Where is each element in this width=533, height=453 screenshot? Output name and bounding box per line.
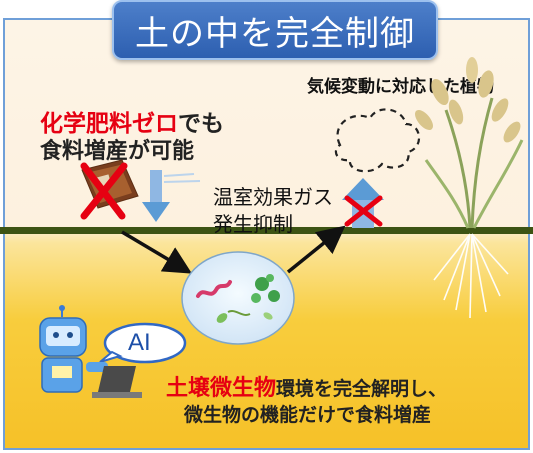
arrow-to-atmosphere — [286, 225, 346, 274]
diagram-title: 土の中を完全制御 — [135, 14, 415, 54]
ai-speech-bubble — [99, 322, 187, 364]
soil-red-text: 土壌微生物 — [166, 376, 277, 401]
fertilizer-suffix-text: でも — [178, 111, 224, 137]
soil-suffix-text: 環境を完全解明し、 — [276, 378, 448, 400]
fertilizer-bag-icon — [80, 159, 139, 220]
laptop-icon — [92, 366, 142, 398]
ai-label: AI — [128, 329, 151, 356]
ground-line — [0, 227, 533, 234]
soil-line2: 微生物の機能だけで食料増産 — [184, 404, 432, 426]
ghg-up-arrow-icon — [342, 178, 384, 228]
ghg-line2: 発生抑制 — [213, 212, 293, 236]
fertilizer-heading: 化学肥料ゼロでも — [40, 104, 224, 138]
fertilizer-red-text: 化学肥料ゼロ — [40, 111, 178, 137]
fertilizer-line2: 食料増産が可能 — [40, 139, 195, 164]
microbe-cell-icon — [181, 251, 295, 345]
ghg-line1: 温室効果ガス — [213, 185, 333, 209]
dashed-cloud-icon — [334, 108, 421, 173]
soil-heading: 土壌微生物環境を完全解明し、 — [166, 370, 447, 402]
rice-plant-icon — [415, 57, 524, 319]
arrow-to-microbes — [121, 230, 193, 274]
down-arrow-icon — [142, 170, 201, 222]
title-banner: 土の中を完全制御 — [112, 0, 438, 60]
robot-icon — [39, 305, 108, 393]
